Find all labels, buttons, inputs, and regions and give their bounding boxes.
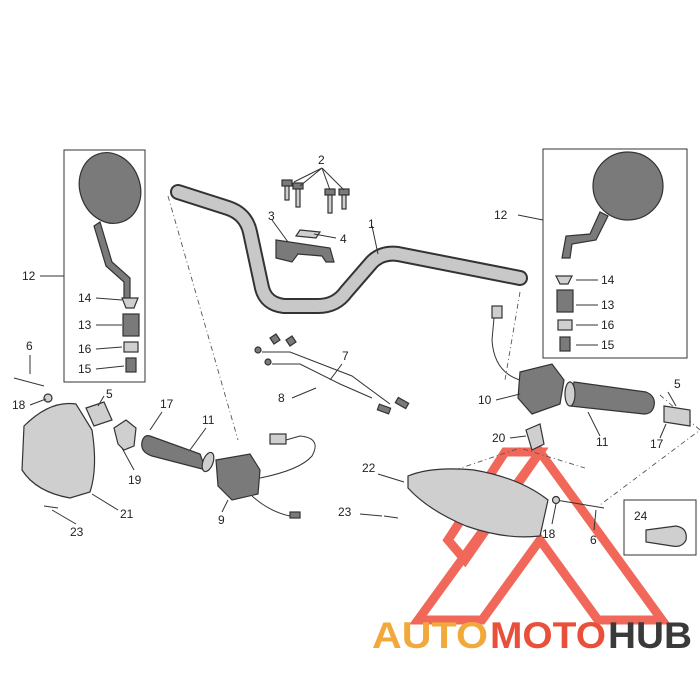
throttle-cables xyxy=(254,333,410,415)
left-switch-assembly xyxy=(215,433,316,519)
callout-10: 10 xyxy=(478,393,492,407)
callout-1: 1 xyxy=(368,217,375,231)
right-bar-end-weight xyxy=(663,405,691,427)
right-mount-bolt xyxy=(555,499,605,509)
left-mirror-assembly-box xyxy=(63,149,146,383)
left-bar-end-weight xyxy=(85,401,113,427)
left-washer xyxy=(43,393,53,403)
left-guard-screw xyxy=(43,505,59,509)
callout-16-left: 16 xyxy=(78,342,92,356)
callout-5-left: 5 xyxy=(106,387,113,401)
right-bracket xyxy=(525,423,545,451)
callout-3: 3 xyxy=(268,209,275,223)
callout-14-left: 14 xyxy=(78,291,92,305)
callout-5-right: 5 xyxy=(674,377,681,391)
callout-13-left: 13 xyxy=(78,318,92,332)
watermark-text: AUTO MOTO HUB xyxy=(372,615,692,656)
clamp-bolts xyxy=(281,179,350,214)
right-hand-guard xyxy=(407,468,549,538)
callout-2: 2 xyxy=(318,153,325,167)
callout-17-left: 17 xyxy=(160,397,174,411)
callout-18-right: 18 xyxy=(542,527,556,541)
callout-4: 4 xyxy=(340,232,347,246)
left-bracket xyxy=(113,419,137,451)
right-washer xyxy=(551,495,561,505)
watermark-auto: AUTO xyxy=(372,615,488,656)
callout-19: 19 xyxy=(128,473,142,487)
callout-18-left: 18 xyxy=(12,398,26,412)
handlebar xyxy=(170,184,528,314)
right-switch-assembly xyxy=(491,305,565,415)
watermark-moto: MOTO xyxy=(490,615,606,656)
callout-12-left: 12 xyxy=(22,269,36,283)
callout-8: 8 xyxy=(278,391,285,405)
callout-15-left: 15 xyxy=(78,362,92,376)
watermark-hub: HUB xyxy=(608,615,692,656)
callout-11-right: 11 xyxy=(596,435,609,449)
callout-16-right: 16 xyxy=(601,318,615,332)
callout-23-right: 23 xyxy=(338,505,352,519)
right-guard-screw xyxy=(383,515,399,519)
callout-15-right: 15 xyxy=(601,338,615,352)
bar-end-cap-box xyxy=(623,499,697,556)
callout-22: 22 xyxy=(362,461,376,475)
right-grip xyxy=(564,381,655,415)
callout-6-left: 6 xyxy=(26,339,33,353)
callout-7: 7 xyxy=(342,349,349,363)
callout-24: 24 xyxy=(634,509,648,523)
alignment-guides xyxy=(167,195,700,506)
callout-labels: 1 2 3 4 12 14 13 16 15 12 14 13 16 15 6 … xyxy=(12,153,681,547)
callout-14-right: 14 xyxy=(601,273,615,287)
handlebar-clamp xyxy=(275,239,335,263)
right-mirror-assembly-box xyxy=(542,148,688,359)
left-grip xyxy=(141,435,215,473)
leader-lines xyxy=(29,167,677,531)
callout-23-left: 23 xyxy=(70,525,84,539)
clamp-cover xyxy=(294,229,322,239)
callout-9: 9 xyxy=(218,513,225,527)
callout-17-right: 17 xyxy=(650,437,664,451)
callout-13-right: 13 xyxy=(601,298,615,312)
callout-6-right: 6 xyxy=(590,533,597,547)
left-mount-bolt xyxy=(13,377,45,387)
callout-20: 20 xyxy=(492,431,506,445)
callout-11-left: 11 xyxy=(202,413,215,427)
callout-21: 21 xyxy=(120,507,134,521)
left-hand-guard xyxy=(21,402,96,499)
callout-12-right: 12 xyxy=(494,208,508,222)
